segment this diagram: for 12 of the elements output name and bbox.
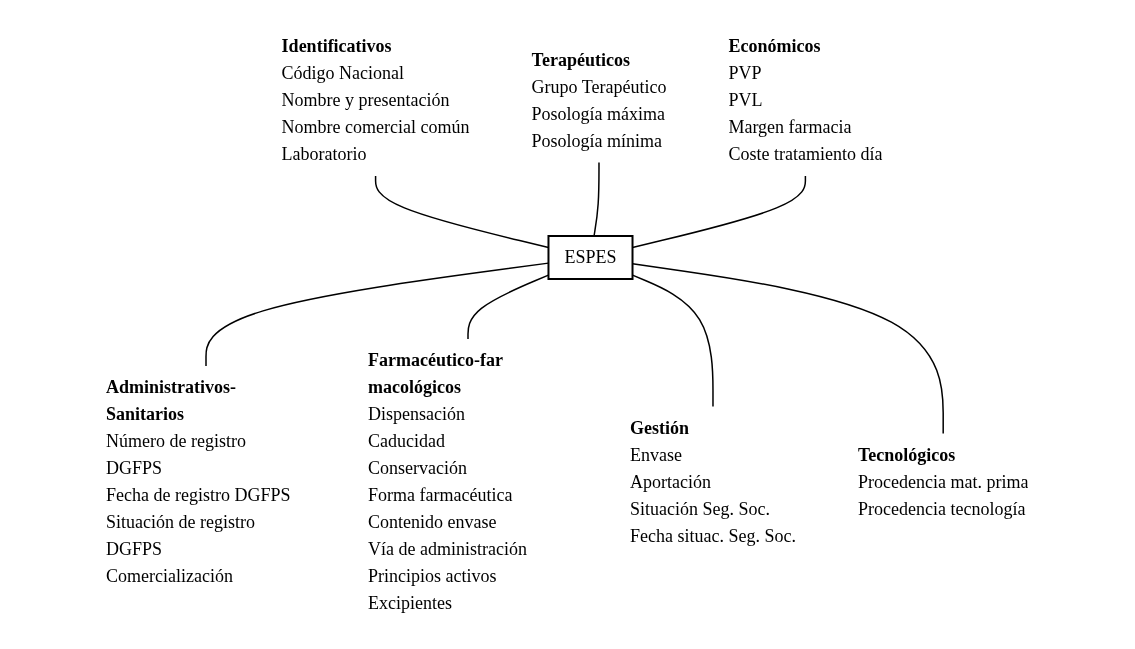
node-text: Tecnológicos Procedencia mat. prima Procedencia tecnología [858,444,1029,518]
node-text: Económicos PVP PVL Margen farmacia Coste tratamiento día [728,35,883,164]
connector [593,161,601,237]
connector [632,273,715,407]
node-text: Identificativos Código Nacional Nombre y presentación Nombre comercial común Laboratorio [281,35,470,164]
node-text: Gestión Envase Aportación Situación Seg. Soc. Fecha situac. Seg. Soc. [630,417,797,545]
connector [632,174,807,248]
node-text: Farmacéutico-far macológicos Dispensación Caducidad Conservación Forma farmacéutica Contenido envase Vía de administración Principios activos Excipientes [368,349,528,613]
node-text: Terapéuticos Grupo Terapéutico Posología máxima Posología mínima [531,49,667,150]
connector [632,262,945,434]
node-text: Administrativos-Sanitarios Número de registro DGFPS Fecha de registro DGFPS Situación de registro DGFPS Comercialización [106,376,291,586]
node-box: ESPES [547,234,634,280]
